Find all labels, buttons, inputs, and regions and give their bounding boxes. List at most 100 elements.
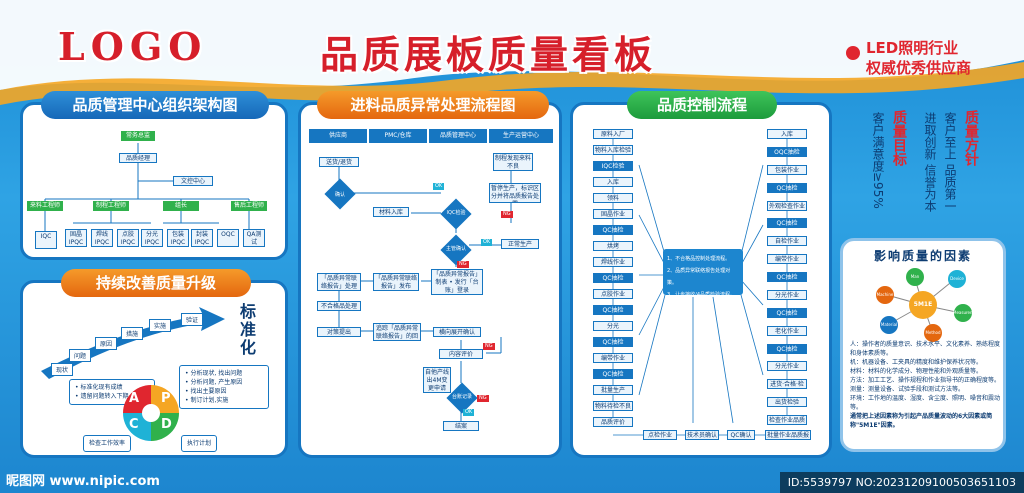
org-leaf: 封装IPQC bbox=[191, 229, 213, 247]
badge-line-2: 权威优秀供应商 bbox=[866, 59, 972, 77]
org-leaf: 分光IPQC bbox=[141, 229, 163, 247]
left-step: 批量生产 bbox=[593, 385, 633, 395]
left-step: 固晶作业 bbox=[593, 209, 633, 219]
right-step: 分光作业 bbox=[767, 361, 807, 372]
right-step: 包装作业 bbox=[767, 164, 807, 175]
ctl-bottom-2: 技术员确认 bbox=[685, 430, 719, 440]
col-head-1: 供应商 bbox=[309, 129, 367, 143]
right-step: OQC抽检 bbox=[767, 146, 807, 157]
inc-stock: 材料入库 bbox=[373, 207, 409, 217]
org-role-3: 组长 bbox=[163, 201, 199, 211]
col-head-4: 生产运营中心 bbox=[489, 129, 553, 143]
inc-4m: 自他产线出4M变更申请 bbox=[423, 367, 451, 393]
ng-tag: NG bbox=[457, 261, 469, 268]
inc-supervisor-label: 主管确认 bbox=[445, 246, 466, 252]
inc-stop: 暂停生产，标识区分并将品质报告处置 bbox=[489, 183, 541, 203]
improve-panel: 持续改善质量升级 现状 问题 原因 措施 实施 验证 标准化 • 标准化现有成绩… bbox=[20, 269, 288, 458]
inc-ng-handle: 不合格品处理 bbox=[317, 301, 361, 311]
inc-track: 追踪「品质异常联络报告」的回复 bbox=[373, 323, 421, 341]
step-3: 原因 bbox=[95, 337, 118, 350]
badge-dot-icon bbox=[846, 46, 860, 60]
left-step: IQC检验 bbox=[593, 161, 633, 171]
org-role-2: 制程工程师 bbox=[93, 201, 129, 211]
left-step: QC抽检 bbox=[593, 369, 633, 379]
col-head-2: PMC/仓库 bbox=[369, 129, 427, 143]
improve-left-1: • 标准化现有成绩 bbox=[75, 384, 123, 391]
page-title: 品质展板质量看板 bbox=[320, 32, 657, 77]
control-center-box: 1、不合格品控制处理流程。 2、品质异常联络报告处理对策。 3、让步接收/4品质… bbox=[663, 249, 743, 298]
standardize-label: 标准化 bbox=[239, 302, 256, 357]
incoming-title: 进料品质异常处理流程图 bbox=[317, 91, 549, 119]
ng-tag: NG bbox=[501, 211, 513, 218]
factor-material: Material bbox=[880, 322, 898, 327]
right-step: 编带作业 bbox=[767, 254, 807, 265]
right-step: 入库 bbox=[767, 129, 807, 139]
org-role-4: 售后工程师 bbox=[231, 201, 267, 211]
inc-countermeasure: 对策提出 bbox=[317, 327, 361, 337]
org-top: 常务总监 bbox=[121, 131, 155, 141]
right-step: 自检作业 bbox=[767, 236, 807, 247]
check-box: 检查工作效率 bbox=[83, 435, 132, 452]
goal-title: 质量目标 bbox=[891, 110, 907, 166]
ok-tag: OK bbox=[463, 409, 475, 416]
factors-diagram bbox=[876, 268, 972, 342]
inc-close: 结案 bbox=[443, 421, 479, 431]
improve-arrow bbox=[41, 307, 225, 379]
factor-line: 环境：工作地的温度、湿度、含尘度、照明、噪音和震动等。 bbox=[850, 395, 1001, 411]
factor-line: 通常把上述因素称为引起产品质量波动的6大因素或简称"5M1E"因素。 bbox=[850, 413, 993, 429]
ng-tag: NG bbox=[477, 395, 489, 402]
org-doc-center: 文控中心 bbox=[173, 176, 213, 186]
ok-tag: OK bbox=[433, 183, 445, 190]
left-step: 品质评价 bbox=[593, 417, 633, 427]
left-step: 物料入库检验 bbox=[593, 145, 633, 155]
col-head-3: 品质管理中心 bbox=[429, 129, 487, 143]
right-step: QC抽检 bbox=[767, 218, 807, 229]
org-leaf: OQC bbox=[217, 229, 239, 247]
left-step: 编带作业 bbox=[593, 353, 633, 363]
image-id: ID:5539797 NO:20231209100503651103 bbox=[779, 472, 1024, 493]
factor-line: 机：机器设备、工夹具的精度和维护保养状况等。 bbox=[850, 359, 983, 366]
inc-report-handle: 「品质异常联络报告」处理 bbox=[317, 273, 361, 291]
pdca-wheel bbox=[123, 385, 179, 441]
org-manager: 品质经理 bbox=[119, 153, 157, 163]
factor-line: 人：操作者的质量意识、技术水平、文化素养、熟练程度和身体素质等。 bbox=[850, 341, 1001, 357]
left-step: QC抽检 bbox=[593, 305, 633, 315]
factor-device: Device bbox=[950, 276, 964, 281]
inc-iqc-label: IQC检验 bbox=[446, 210, 466, 216]
org-leaf: 点胶IPQC bbox=[117, 229, 139, 247]
logo: LOGO bbox=[58, 24, 208, 69]
right-step: 外观检查作业 bbox=[767, 200, 807, 211]
org-leaf: 固晶IPQC bbox=[65, 229, 87, 247]
inc-normal: 正常生产 bbox=[501, 239, 539, 249]
step-2: 问题 bbox=[69, 349, 92, 362]
org-panel: 品质管理中心组织架构图 常务总监 品质经理 文控中心 来料工程师 制程工程师 组… bbox=[20, 91, 288, 260]
pdca-p: P bbox=[161, 391, 171, 406]
inc-confirm-label: 确认 bbox=[334, 192, 345, 198]
factor-man: Man bbox=[910, 274, 920, 279]
ctl-bottom-3: QC确认 bbox=[727, 430, 755, 440]
center-line-2: 2、品质异常联络报告处理对策。 bbox=[667, 268, 731, 286]
right-step: QC抽检 bbox=[767, 343, 807, 354]
pdca-a: A bbox=[129, 391, 140, 406]
factor-line: 材料：材料的化学成分、物理性能和外观质量等。 bbox=[850, 368, 983, 375]
inc-expand: 横向展开确认 bbox=[433, 327, 481, 337]
watermark-site: 昵图网 www.nipic.com bbox=[6, 474, 160, 489]
right-step: 检查作业品质报告 bbox=[767, 415, 807, 426]
inc-delivery: 送货/退货 bbox=[319, 157, 359, 167]
step-5: 实施 bbox=[149, 319, 172, 332]
inc-evaluate: 内容评价 bbox=[439, 349, 483, 359]
ctl-bottom-1: 点检作业 bbox=[643, 430, 677, 440]
factors-text: 人：操作者的质量意识、技术水平、文化素养、熟练程度和身体素质等。 机：机器设备、… bbox=[850, 340, 1000, 430]
factors-title: 影响质量的因素 bbox=[873, 249, 972, 263]
inc-report-make: 「品质异常报告」制表 • 发行「台账」登录 bbox=[431, 269, 483, 295]
right-step: QC抽检 bbox=[767, 307, 807, 318]
org-leaf: QA测试 bbox=[243, 229, 265, 247]
improve-right-4: • 制订计划,实施 bbox=[185, 397, 229, 404]
factors-center: 5M1E bbox=[913, 301, 933, 308]
center-line-3: 3、让步接收/4品质检验流程。 bbox=[667, 292, 736, 298]
left-step: 焊线作业 bbox=[593, 257, 633, 267]
left-step: 入库 bbox=[593, 177, 633, 187]
factor-measurement: Measurement bbox=[953, 310, 981, 315]
improve-right-2: • 分析问题, 产生原因 bbox=[185, 379, 243, 386]
